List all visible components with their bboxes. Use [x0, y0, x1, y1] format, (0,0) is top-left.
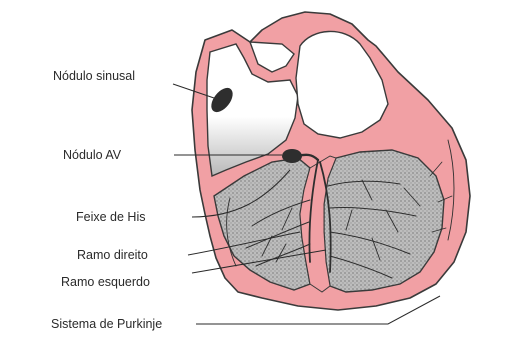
- label-right-branch: Ramo direito: [77, 248, 148, 262]
- label-purkinje: Sistema de Purkinje: [51, 317, 162, 331]
- label-bundle-his: Feixe de His: [76, 210, 145, 224]
- label-sa-node: Nódulo sinusal: [53, 69, 135, 83]
- label-left-branch: Ramo esquerdo: [61, 275, 150, 289]
- label-av-node: Nódulo AV: [63, 148, 122, 162]
